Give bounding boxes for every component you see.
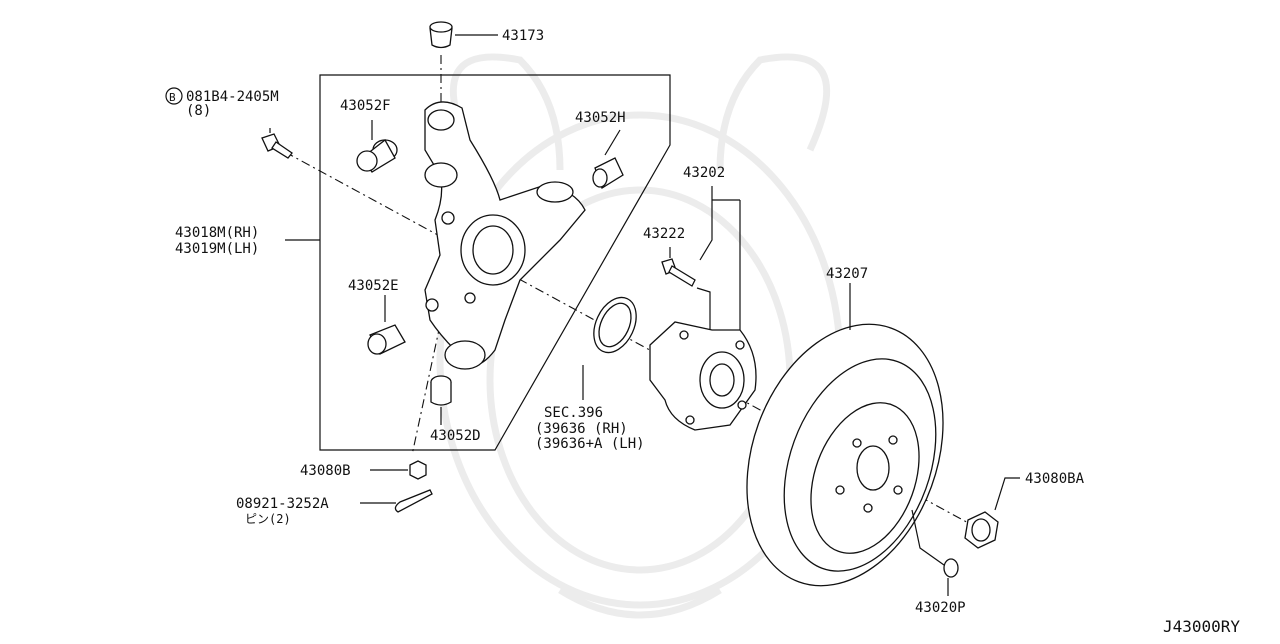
- bolt-circle-marker-icon: [165, 87, 183, 105]
- label-pin-code: 08921-3252A: [236, 496, 329, 512]
- label-43080b: 43080B: [300, 463, 351, 479]
- label-39636a: (39636+A (LH): [535, 436, 645, 452]
- label-43202: 43202: [683, 165, 725, 181]
- snap-ring-icon: [593, 296, 637, 354]
- label-sec396: SEC.396: [544, 405, 603, 421]
- brake-rotor-icon: [746, 323, 944, 587]
- diagram-code: J43000RY: [1163, 617, 1240, 636]
- label-bolt-code: 081B4-2405M: [186, 89, 279, 105]
- bushing-43052f-icon: [356, 139, 398, 173]
- label-43019m: 43019M(LH): [175, 241, 259, 257]
- label-43020p: 43020P: [915, 600, 966, 616]
- label-43052h: 43052H: [575, 110, 626, 126]
- label-39636: (39636 (RH): [535, 421, 628, 437]
- bushing-43052e-icon: [367, 324, 406, 355]
- label-bolt-qty: (8): [186, 103, 211, 119]
- label-43222: 43222: [643, 226, 685, 242]
- label-43052e: 43052E: [348, 278, 399, 294]
- hub-nut-43080ba-icon: [964, 511, 999, 549]
- label-43173: 43173: [502, 28, 544, 44]
- label-43080ba: 43080BA: [1025, 471, 1085, 487]
- cotter-pin-icon: [394, 489, 433, 513]
- steering-knuckle-icon: [424, 101, 586, 370]
- wheel-hub-icon: [649, 321, 757, 431]
- washer-43020p-icon: [943, 558, 959, 578]
- label-pin-note: ピン(2): [245, 512, 291, 526]
- bolt-circle-letter: B: [169, 91, 176, 104]
- bushing-43052h-icon: [592, 157, 624, 189]
- bushing-cap-43173-icon: [429, 21, 453, 49]
- nut-43080b-icon: [409, 460, 427, 480]
- bushing-43052d-icon: [430, 375, 452, 406]
- label-43018m: 43018M(RH): [175, 225, 259, 241]
- label-43052d: 43052D: [430, 428, 481, 444]
- label-43052f: 43052F: [340, 98, 391, 114]
- bolt-081b4-2405m-icon: [261, 133, 293, 159]
- knuckle-assembly-frame: [319, 74, 671, 451]
- pin-axis-line: [411, 324, 441, 456]
- hub-bolt-43222-icon: [661, 258, 696, 287]
- label-43207: 43207: [826, 266, 868, 282]
